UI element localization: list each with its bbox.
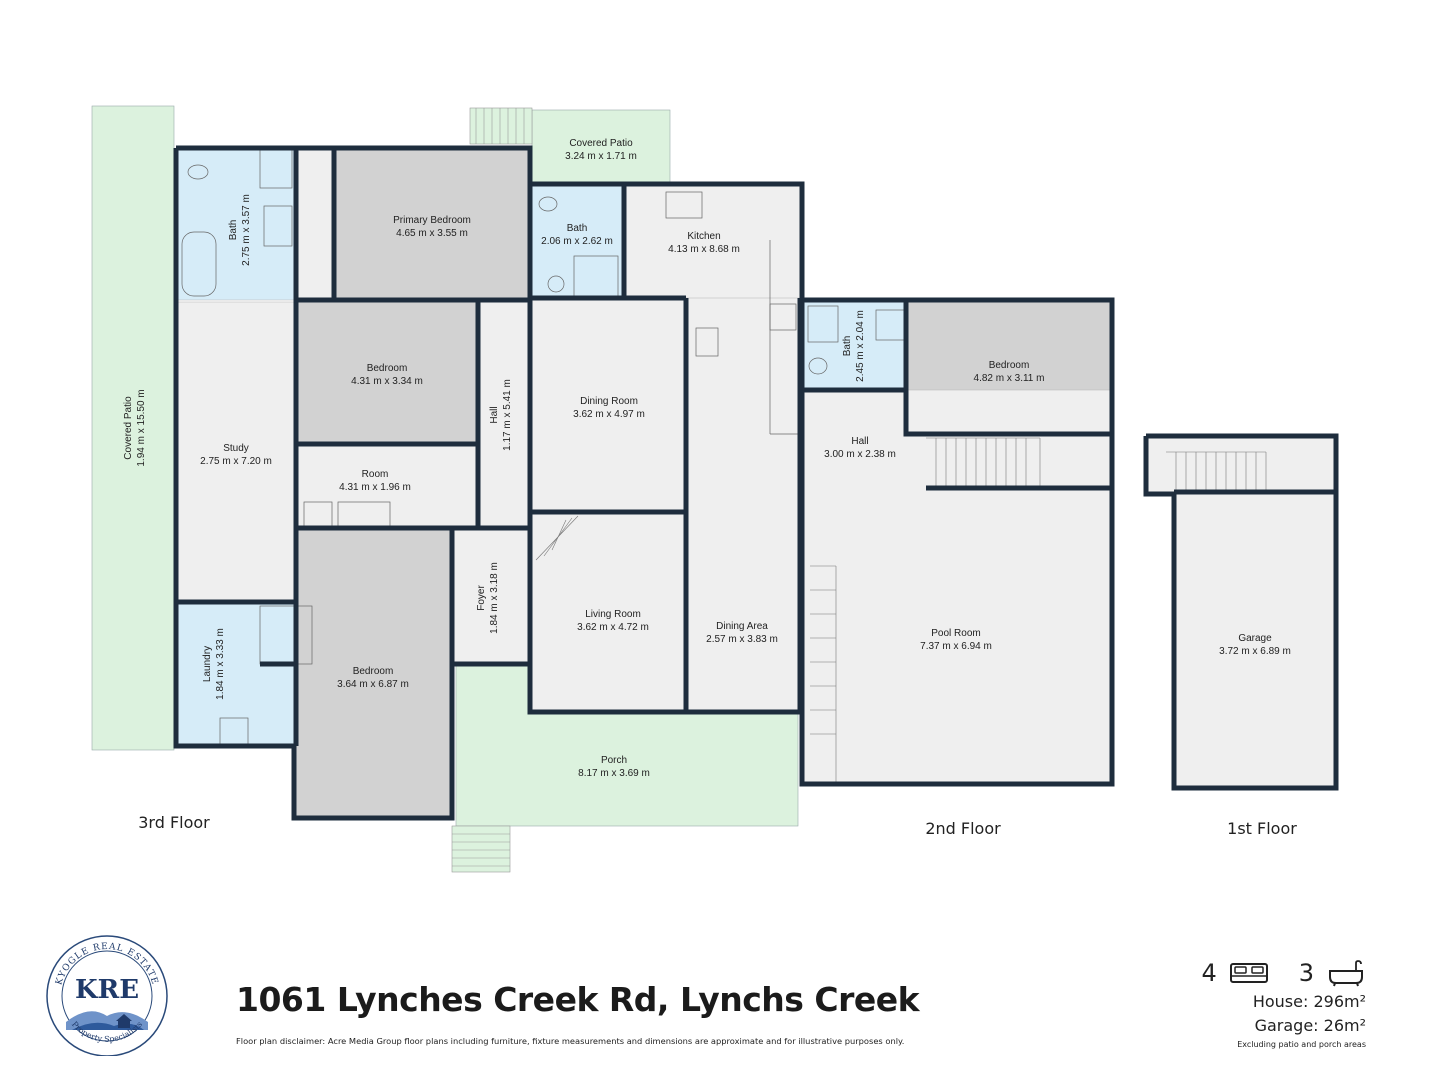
first-floor-rooms: [1145, 435, 1337, 789]
top-steps: [469, 107, 533, 145]
primary-bedroom-name: Primary Bedroom: [393, 215, 471, 226]
dining-area-name: Dining Area: [716, 621, 768, 632]
room-dims: 4.31 m x 1.96 m: [339, 482, 411, 493]
hall-3rd-dims: 1.17 m x 5.41 m: [502, 379, 513, 451]
floor-plan-disclaimer: Floor plan disclaimer: Acre Media Group …: [236, 1036, 905, 1046]
bedroom-2-name: Bedroom: [353, 666, 394, 677]
house-area: House: 296m²: [1252, 992, 1366, 1011]
covered-patio-top-dims: 3.24 m x 1.71 m: [565, 151, 637, 162]
bathtub-icon: [1329, 960, 1363, 987]
foyer-name: Foyer: [476, 585, 487, 611]
property-stats: 4 3 House: 296m² Garage: 26m² Excluding …: [1106, 956, 1366, 1049]
bath-2nd-name: Bath: [842, 336, 853, 357]
bedroom-1-name: Bedroom: [367, 363, 408, 374]
room-name: Room: [362, 469, 389, 480]
third-floor-rooms: [175, 147, 803, 819]
second-floor-rooms: [801, 299, 1115, 785]
bath-3rd-name: Bath: [228, 220, 239, 241]
covered-patio-top-name: Covered Patio: [569, 138, 633, 149]
garage-area: Garage: 26m²: [1254, 1016, 1366, 1035]
living-room-name: Living Room: [585, 609, 641, 620]
area-note: Excluding patio and porch areas: [1237, 1040, 1366, 1049]
bedroom-3-name: Bedroom: [989, 360, 1030, 371]
covered-patio-side-area: [91, 105, 175, 751]
hall-2nd-name: Hall: [851, 436, 868, 447]
dining-room-name: Dining Room: [580, 396, 638, 407]
room-counts: 4 3: [1106, 956, 1366, 990]
foyer-dims: 1.84 m x 3.18 m: [489, 562, 500, 634]
walls: [173, 145, 1339, 821]
study-dims: 2.75 m x 7.20 m: [200, 456, 272, 467]
garage-name: Garage: [1238, 633, 1272, 644]
property-address: 1061 Lynches Creek Rd, Lynchs Creek: [236, 980, 920, 1019]
bedroom-2-dims: 3.64 m x 6.87 m: [337, 679, 409, 690]
kitchen-dims: 4.13 m x 8.68 m: [668, 244, 740, 255]
porch-name: Porch: [601, 755, 627, 766]
study-name: Study: [223, 443, 249, 454]
kre-logo: KYOGLE REAL ESTATE KRE Property Speciali…: [46, 935, 168, 1056]
dining-room-dims: 3.62 m x 4.97 m: [573, 409, 645, 420]
hall-3rd-name: Hall: [489, 406, 500, 423]
covered-patio-side-dims: 1.94 m x 15.50 m: [136, 389, 147, 466]
floor-label-3rd: 3rd Floor: [138, 813, 210, 832]
porch-steps: [451, 825, 511, 873]
laundry-dims: 1.84 m x 3.33 m: [215, 628, 226, 700]
living-room-dims: 3.62 m x 4.72 m: [577, 622, 649, 633]
pool-room-name: Pool Room: [931, 628, 980, 639]
hall-2nd-dims: 3.00 m x 2.38 m: [824, 449, 896, 460]
bath-3rd-dims: 2.75 m x 3.57 m: [241, 194, 252, 266]
laundry-name: Laundry: [202, 646, 213, 682]
bedroom-3-dims: 4.82 m x 3.11 m: [974, 373, 1045, 384]
pool-room-dims: 7.37 m x 6.94 m: [920, 641, 992, 652]
logo-initials: KRE: [75, 975, 139, 1005]
porch-dims: 8.17 m x 3.69 m: [578, 768, 650, 779]
dining-area-dims: 2.57 m x 3.83 m: [706, 634, 778, 645]
kitchen-name: Kitchen: [687, 231, 720, 242]
bathroom-count: 3: [1298, 959, 1314, 987]
bath-ensuite-dims: 2.06 m x 2.62 m: [541, 236, 613, 247]
bath-ensuite-name: Bath: [567, 223, 588, 234]
bath-2nd-dims: 2.45 m x 2.04 m: [855, 310, 866, 382]
garage-dims: 3.72 m x 6.89 m: [1219, 646, 1291, 657]
covered-patio-side-name: Covered Patio: [123, 396, 134, 460]
primary-bedroom-dims: 4.65 m x 3.55 m: [396, 228, 468, 239]
room-labels: Covered Patio 1.94 m x 15.50 m Bath 2.75…: [123, 138, 1291, 779]
bed-icon: [1229, 963, 1268, 983]
covered-patio-top-area: [531, 109, 671, 185]
floor-label-2nd: 2nd Floor: [925, 819, 1001, 838]
floor-label-1st: 1st Floor: [1227, 819, 1297, 838]
bedroom-count: 4: [1201, 959, 1217, 987]
bedroom-1-dims: 4.31 m x 3.34 m: [351, 376, 423, 387]
